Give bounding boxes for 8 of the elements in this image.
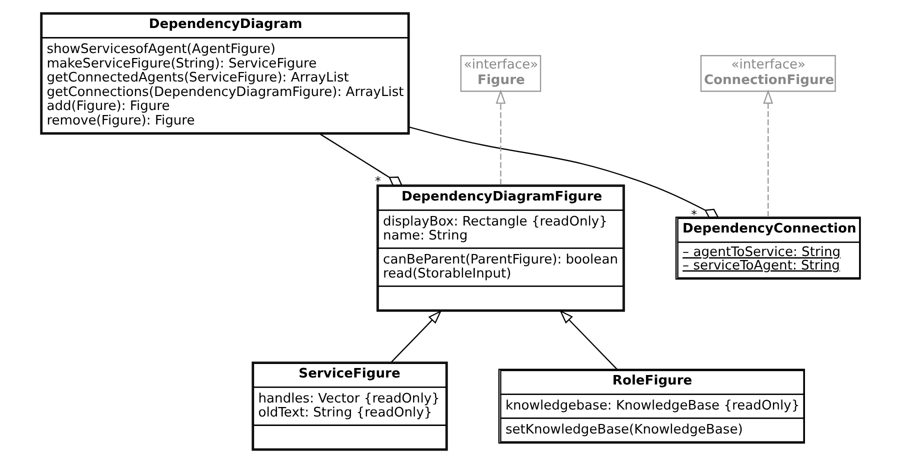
- arrow: [495, 90, 506, 185]
- connector: [320, 134, 402, 186]
- arrow: [390, 310, 442, 362]
- connector: [408, 126, 718, 218]
- arrow: [762, 89, 773, 217]
- node-box: «interface» Figure: [460, 55, 541, 92]
- arrow: [558, 310, 617, 370]
- node-box: «interface» ConnectionFigure: [700, 55, 836, 92]
